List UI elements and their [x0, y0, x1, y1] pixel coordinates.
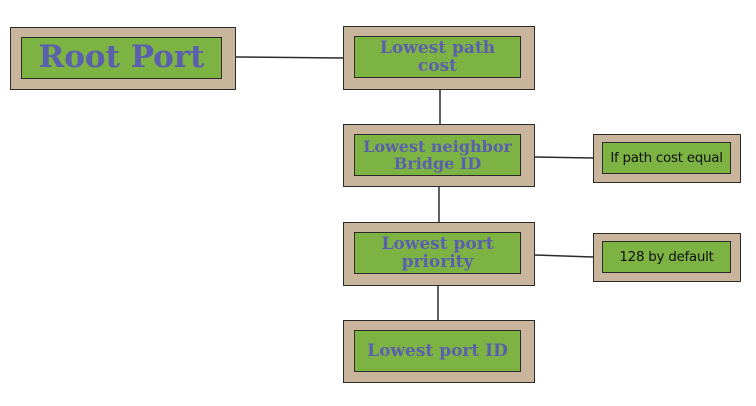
connector-neighbor-to-note — [534, 156, 594, 159]
root-port-label: Root Port — [38, 39, 205, 76]
default-priority-note: 128 by default — [593, 233, 741, 282]
default-priority-note-inner: 128 by default — [602, 241, 731, 273]
path-cost-equal-note-label: If path cost equal — [610, 150, 723, 166]
root-port-node-inner: Root Port — [21, 37, 222, 79]
lowest-neighbor-bridge-id-node: Lowest neighbor Bridge ID — [343, 124, 535, 187]
connector-priority-to-note — [534, 254, 594, 258]
lowest-neighbor-bridge-id-label: Lowest neighbor Bridge ID — [363, 136, 512, 173]
lowest-port-priority-node: Lowest port priority — [343, 222, 535, 286]
path-cost-equal-note-inner: If path cost equal — [602, 142, 731, 174]
lowest-path-cost-node-inner: Lowest path cost — [354, 36, 521, 78]
lowest-port-priority-label: Lowest port priority — [381, 233, 494, 272]
lowest-neighbor-bridge-id-node-inner: Lowest neighbor Bridge ID — [354, 134, 521, 176]
lowest-port-priority-node-inner: Lowest port priority — [354, 232, 521, 274]
root-port-node: Root Port — [10, 27, 236, 90]
path-cost-equal-note: If path cost equal — [593, 134, 741, 183]
lowest-path-cost-node: Lowest path cost — [343, 26, 535, 90]
connector-root-to-path-cost — [235, 56, 344, 59]
lowest-port-id-node-inner: Lowest port ID — [354, 330, 521, 372]
lowest-port-id-node: Lowest port ID — [343, 320, 535, 383]
lowest-port-id-label: Lowest port ID — [367, 340, 508, 361]
default-priority-note-label: 128 by default — [619, 249, 714, 265]
lowest-path-cost-label: Lowest path cost — [379, 37, 496, 76]
